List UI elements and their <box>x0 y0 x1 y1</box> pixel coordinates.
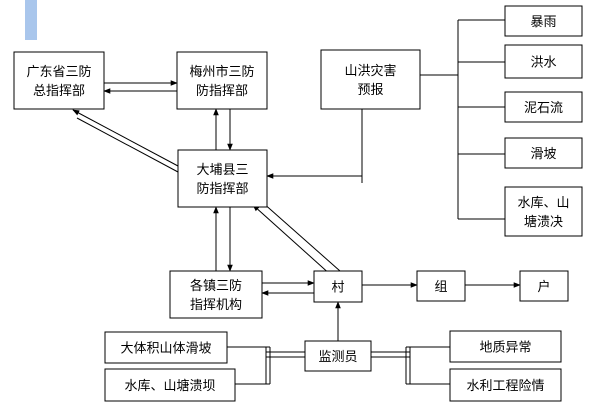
node-monitor: 监测员 <box>304 340 372 372</box>
node-geo-anomaly: 地质异常 <box>449 330 562 363</box>
node-box <box>304 340 372 372</box>
node-label: 地质异常 <box>479 341 531 356</box>
node-label: 梅州市三防 <box>189 64 254 80</box>
node-box <box>416 270 466 302</box>
edge-village-to-dabu <box>252 204 333 277</box>
node-debris-flow: 泥石流 <box>504 91 583 123</box>
node-label: 总指挥部 <box>33 84 85 99</box>
node-label: 洪水 <box>530 56 556 71</box>
node-reservoir-pond-breach: 水库、山塘溃坝 <box>104 368 236 402</box>
node-label: 水库、山塘溃坝 <box>124 378 215 394</box>
node-label: 广东省三防 <box>26 64 91 80</box>
node-landslide: 滑坡 <box>504 137 583 169</box>
node-label: 塘溃决 <box>524 214 563 230</box>
edge-village-to-dabu-2 <box>261 201 341 272</box>
node-box <box>104 368 236 402</box>
node-box <box>320 49 421 110</box>
node-box <box>104 331 228 364</box>
node-label: 预报 <box>357 83 383 98</box>
node-box <box>504 5 583 37</box>
node-label: 防指挥部 <box>196 83 248 99</box>
node-box <box>449 330 562 363</box>
node-rainstorm: 暴雨 <box>504 5 583 37</box>
node-label: 指挥机构 <box>190 298 242 313</box>
node-box <box>313 270 363 303</box>
node-label: 水库、山 <box>517 195 569 211</box>
node-box <box>519 270 569 302</box>
node-box <box>504 44 583 79</box>
node-box <box>504 91 583 123</box>
node-label: 水利工程险情 <box>466 379 544 394</box>
node-large-landslide: 大体积山体滑坡 <box>104 331 228 364</box>
node-label: 监测员 <box>318 350 357 365</box>
node-label: 泥石流 <box>524 101 563 116</box>
node-group: 组 <box>416 270 466 302</box>
node-label: 组 <box>434 280 447 295</box>
node-label: 山洪灾害 <box>344 63 396 79</box>
node-household: 户 <box>519 270 569 302</box>
node-hydraulic-danger: 水利工程险情 <box>449 368 562 402</box>
node-village: 村 <box>313 270 363 303</box>
node-label: 户 <box>537 279 550 295</box>
node-box <box>176 51 268 110</box>
accent-bar <box>25 0 37 40</box>
edge-dabu-to-guangdong <box>72 109 179 167</box>
node-label: 防指挥部 <box>196 181 248 197</box>
node-label: 各镇三防 <box>190 278 242 294</box>
node-label: 大体积山体滑坡 <box>120 342 211 357</box>
node-box <box>169 270 263 319</box>
node-box <box>504 186 583 237</box>
node-box <box>13 51 105 110</box>
node-flood: 洪水 <box>504 44 583 79</box>
node-box <box>449 368 562 402</box>
node-box <box>177 149 268 208</box>
node-label: 滑坡 <box>530 147 556 162</box>
node-label: 村 <box>331 281 344 296</box>
node-box <box>504 137 583 169</box>
edge-dabu-to-guangdong-2 <box>76 117 179 173</box>
node-label: 暴雨 <box>530 15 556 30</box>
node-label: 大埔县三 <box>196 163 248 178</box>
connectors <box>72 19 521 385</box>
